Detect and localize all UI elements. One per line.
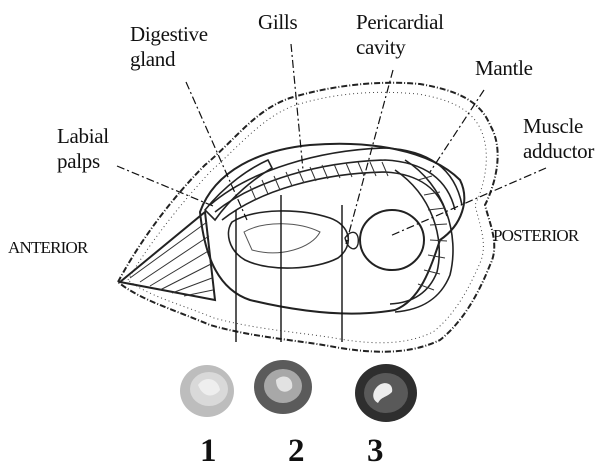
leader-mantle	[430, 90, 484, 172]
leader-gills	[291, 44, 303, 170]
label-pericardial-cavity-line2: cavity	[356, 35, 444, 60]
label-pericardial-cavity-line1: Pericardial	[356, 10, 444, 35]
label-anterior: ANTERIOR	[8, 238, 88, 258]
label-muscle-adductor: Muscle adductor	[523, 114, 594, 164]
label-gills: Gills	[258, 10, 297, 35]
label-posterior: POSTERIOR	[493, 226, 578, 246]
label-mantle: Mantle	[475, 56, 533, 81]
label-digestive-gland: Digestive gland	[130, 22, 208, 72]
label-digestive-gland-line1: Digestive	[130, 22, 208, 47]
section-number-2: 2	[288, 433, 305, 469]
section-number-1: 1	[200, 433, 217, 469]
gill-striations	[250, 162, 447, 290]
label-labial-palps-line2: palps	[57, 149, 109, 174]
cross-section-1	[180, 365, 234, 417]
adductor-muscle-shape	[360, 210, 424, 270]
label-labial-palps-line1: Labial	[57, 124, 109, 149]
label-pericardial-cavity: Pericardial cavity	[356, 10, 444, 60]
label-digestive-gland-line2: gland	[130, 47, 208, 72]
label-muscle-adductor-line1: Muscle	[523, 114, 594, 139]
section-number-3: 3	[367, 433, 384, 469]
cross-section-3	[355, 364, 417, 422]
label-muscle-adductor-line2: adductor	[523, 139, 594, 164]
cross-section-2	[254, 360, 312, 414]
label-labial-palps: Labial palps	[57, 124, 109, 174]
